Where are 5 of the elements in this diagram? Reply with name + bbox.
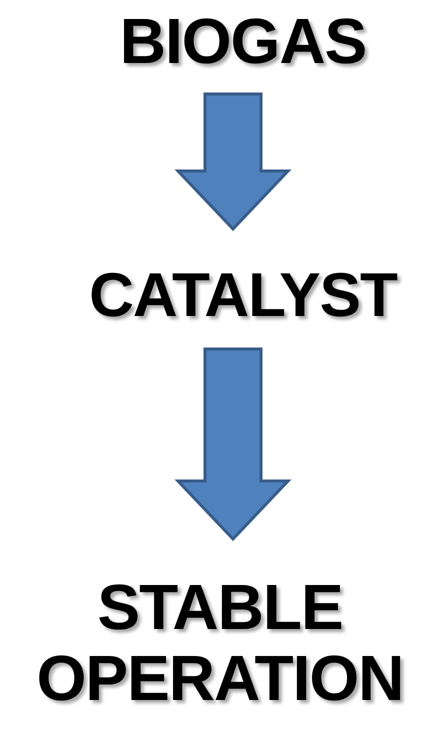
block-arrow — [174, 348, 292, 542]
heading-text: STABLE OPERATION — [36, 572, 404, 713]
block-arrow — [174, 92, 292, 232]
heading-text: CATALYST — [89, 262, 397, 330]
heading-text: BIOGAS — [120, 6, 366, 76]
